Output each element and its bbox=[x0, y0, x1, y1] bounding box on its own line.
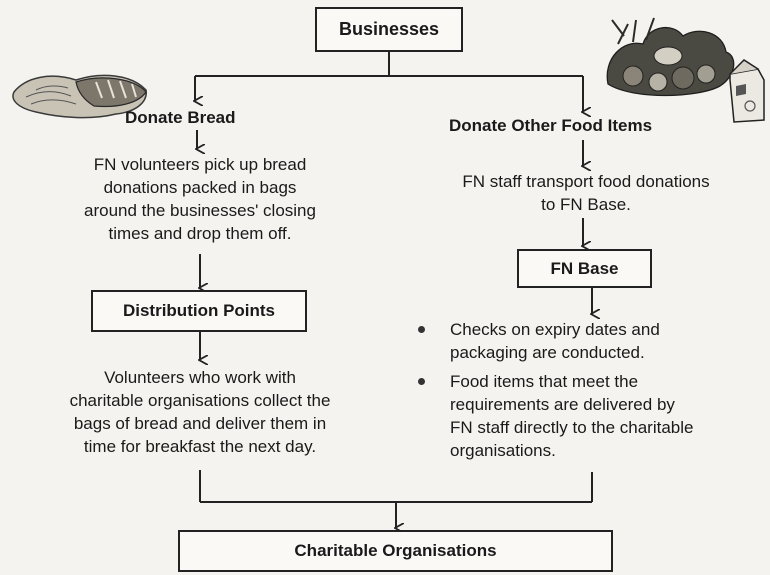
volunteer-pickup-line: FN volunteers pick up bread bbox=[93, 155, 307, 174]
staff-transport-line: FN staff transport food donations bbox=[462, 172, 710, 191]
volunteers-deliver-line: charitable organisations collect the bbox=[69, 391, 331, 410]
staff-transport-text: FN staff transport food donations to FN … bbox=[416, 170, 756, 216]
businesses-box: Businesses bbox=[315, 7, 463, 52]
bullet-line: organisations. bbox=[450, 441, 556, 460]
volunteer-pickup-line: around the businesses' closing bbox=[84, 201, 316, 220]
donate-other-food-items-label: Donate Other Food Items bbox=[449, 116, 653, 135]
bullet-line: Checks on expiry dates and bbox=[450, 320, 660, 339]
volunteers-deliver-line: time for breakfast the next day. bbox=[83, 437, 317, 456]
bullet-line: FN staff directly to the charitable bbox=[450, 418, 694, 437]
distribution-points-label: Distribution Points bbox=[122, 301, 276, 320]
distribution-points-box: Distribution Points bbox=[91, 290, 307, 332]
volunteers-deliver-line: bags of bread and deliver them in bbox=[73, 414, 327, 433]
charitable-organisations-label: Charitable Organisations bbox=[294, 541, 497, 560]
bullet-line: packaging are conducted. bbox=[450, 343, 645, 362]
fn-base-box: FN Base bbox=[517, 249, 652, 288]
volunteer-pickup-text: FN volunteers pick up bread donations pa… bbox=[49, 153, 351, 245]
charitable-organisations-box: Charitable Organisations bbox=[178, 530, 613, 572]
list-item: Food items that meet the requirements ar… bbox=[412, 370, 762, 462]
volunteers-deliver-text: Volunteers who work with charitable orga… bbox=[30, 366, 370, 458]
vegetables-and-milk-carton-illustration bbox=[606, 17, 765, 123]
bullet-line: Food items that meet the bbox=[450, 372, 639, 391]
fn-base-checks-list: Checks on expiry dates and packaging are… bbox=[412, 318, 762, 462]
bullet-icon bbox=[418, 326, 425, 333]
bread-illustration bbox=[12, 74, 147, 119]
staff-transport-line: to FN Base. bbox=[541, 195, 631, 214]
list-item: Checks on expiry dates and packaging are… bbox=[412, 318, 762, 364]
volunteers-deliver-line: Volunteers who work with bbox=[104, 368, 296, 387]
bullet-line: requirements are delivered by bbox=[450, 395, 675, 414]
fn-base-label: FN Base bbox=[550, 258, 619, 278]
volunteer-pickup-line: times and drop them off. bbox=[108, 224, 292, 243]
businesses-label: Businesses bbox=[338, 19, 440, 39]
bullet-icon bbox=[418, 378, 425, 385]
volunteer-pickup-line: donations packed in bags bbox=[103, 178, 297, 197]
donate-bread-label: Donate Bread bbox=[125, 108, 236, 127]
